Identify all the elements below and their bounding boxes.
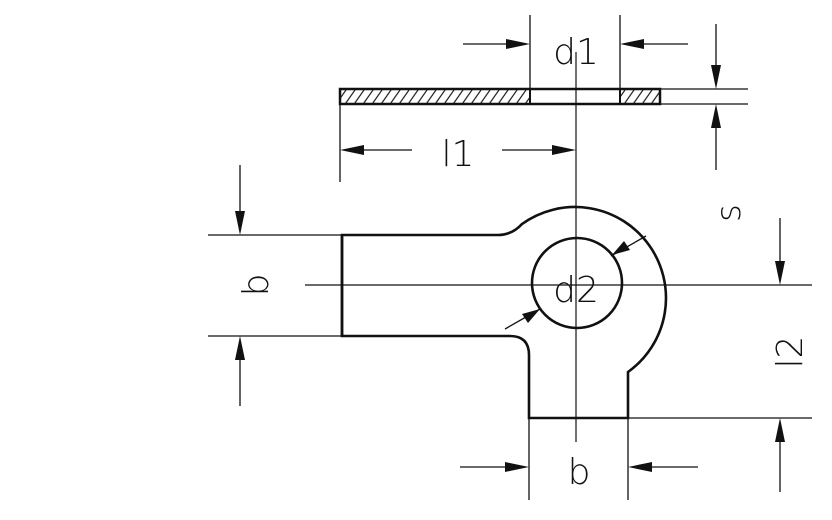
hatched-plate-left	[340, 89, 530, 104]
dimension-b-left	[208, 165, 342, 406]
section-outline	[338, 87, 662, 106]
d1-arrow-left	[506, 39, 530, 49]
b-bottom-arrow-left	[505, 462, 529, 472]
l2-arrow-bottom	[775, 418, 785, 442]
s-arrow-top	[711, 65, 721, 89]
s-arrow-bottom	[711, 104, 721, 128]
section-view	[338, 87, 662, 106]
dimension-l1	[339, 104, 576, 182]
part-outline	[340, 205, 668, 420]
d2-arrow-top	[612, 241, 630, 255]
b-left-arrow-top	[235, 211, 245, 235]
dimension-d1	[463, 15, 688, 89]
hole-d2	[530, 236, 624, 330]
l1-arrow-right	[552, 145, 576, 155]
label-l1: l1	[442, 134, 475, 175]
hatched-plate-right	[620, 89, 660, 104]
label-s: s	[709, 204, 749, 222]
b-bottom-arrow-right	[628, 462, 652, 472]
dimension-d2	[504, 235, 647, 330]
label-l2: l2	[770, 336, 811, 369]
l1-arrow-left	[340, 145, 364, 155]
l2-arrow-top	[775, 261, 785, 285]
dimension-s	[660, 24, 748, 170]
label-b-bottom: b	[568, 452, 591, 493]
d1-arrow-right	[620, 39, 644, 49]
dimension-b-bottom	[460, 418, 698, 500]
dimension-l2	[628, 218, 812, 492]
label-b-left: b	[236, 274, 277, 297]
label-d2: d2	[553, 270, 599, 311]
d2-arrow-bottom	[522, 309, 540, 323]
b-left-arrow-bottom	[235, 336, 245, 360]
